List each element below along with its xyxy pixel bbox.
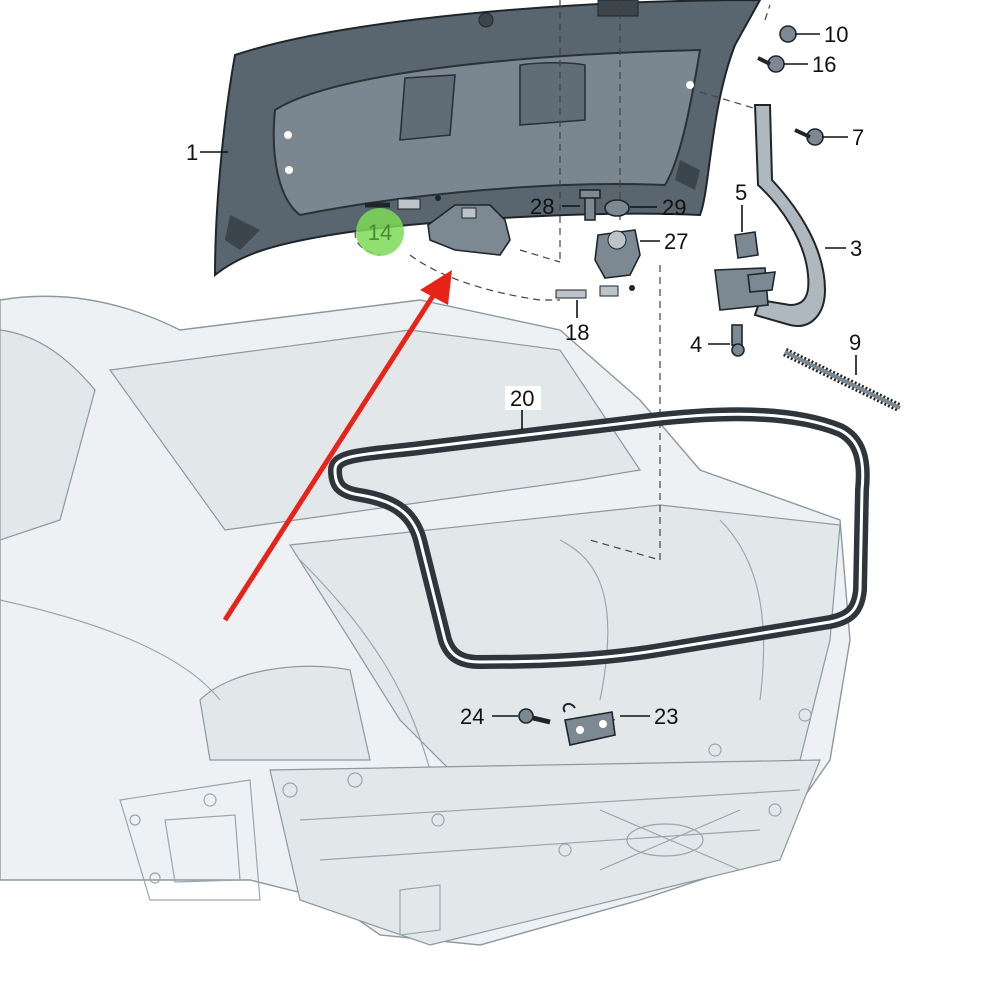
- callout-20: 20: [510, 386, 534, 411]
- nut-10: [779, 25, 797, 43]
- callout-23: 23: [654, 704, 678, 729]
- callout-7: 7: [852, 125, 864, 150]
- bolt-16: [757, 55, 785, 73]
- grommet-29: [604, 199, 630, 217]
- callout-14-highlighted: 14: [368, 220, 392, 245]
- callout-5: 5: [735, 180, 747, 205]
- callout-28: 28: [530, 194, 554, 219]
- callout-10: 10: [824, 22, 848, 47]
- callout-18: 18: [565, 320, 589, 345]
- spring-9: [783, 347, 902, 413]
- callout-9: 9: [849, 330, 861, 355]
- bolts: [579, 25, 824, 357]
- callout-labels: 1 10 16 7 5 3 4 9 28 29 27 18 20 24 23: [186, 22, 864, 729]
- callout-24: 24: [460, 704, 484, 729]
- rear-panel: [269, 759, 821, 946]
- tail-light: [199, 665, 371, 761]
- bolt-7: [794, 128, 824, 146]
- highlight-circle: [356, 208, 404, 256]
- callout-1: 1: [186, 140, 198, 165]
- callout-27: 27: [664, 229, 688, 254]
- trunk-seal: [327, 407, 870, 670]
- callout-29: 29: [662, 195, 686, 220]
- side-window: [0, 329, 96, 541]
- lid-lock: [365, 195, 511, 256]
- bolt-4: [731, 324, 745, 357]
- hinge-arm: [753, 104, 827, 327]
- car-body: [0, 295, 851, 946]
- callout-16: 16: [812, 52, 836, 77]
- bolt-24: [518, 708, 551, 725]
- release-cable-18: [555, 285, 635, 299]
- callout-leaders: [200, 33, 857, 717]
- striker-23: [562, 702, 616, 746]
- callout-4: 4: [690, 332, 702, 357]
- callout-3: 3: [850, 236, 862, 261]
- red-arrow-shaft: [222, 283, 443, 622]
- lock-actuator: [594, 229, 641, 279]
- red-arrow: [222, 270, 452, 622]
- hinge-bracket: [714, 231, 776, 311]
- callout-20-bg: [505, 386, 541, 410]
- red-arrow-head: [420, 270, 452, 305]
- bolt-28: [579, 189, 601, 221]
